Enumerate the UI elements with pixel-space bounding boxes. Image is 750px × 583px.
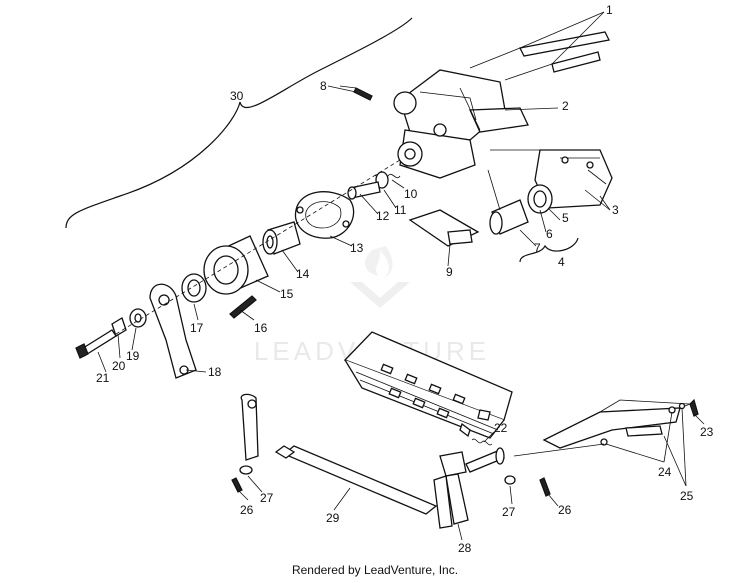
- part-label-14: 14: [296, 267, 310, 281]
- part-label-7: 7: [534, 241, 541, 255]
- part-label-4: 4: [558, 255, 565, 269]
- part-label-20: 20: [112, 359, 126, 373]
- callout-bracket-4: [519, 237, 579, 263]
- part-label-24: 24: [658, 465, 672, 479]
- part-label-5: 5: [562, 211, 569, 225]
- part-label-22: 22: [494, 421, 508, 435]
- part-label-21: 21: [96, 371, 110, 385]
- part-label-2: 2: [562, 99, 569, 113]
- part-label-18: 18: [208, 365, 222, 379]
- callout-bracket-30: [65, 17, 413, 229]
- part-label-26-right: 26: [558, 503, 572, 517]
- part-label-6: 6: [546, 227, 553, 241]
- part-label-25: 25: [680, 489, 694, 503]
- footer-credit: Rendered by LeadVenture, Inc.: [291, 563, 459, 577]
- part-label-16: 16: [254, 321, 268, 335]
- brake-master-cylinder-assembly: [75, 31, 613, 379]
- part-label-17: 17: [190, 321, 204, 335]
- part-label-19: 19: [126, 349, 140, 363]
- part-label-3: 3: [612, 203, 619, 217]
- part-label-11: 11: [394, 203, 407, 217]
- part-label-13: 13: [350, 241, 364, 255]
- part-label-15: 15: [280, 287, 294, 301]
- leader-lines: [97, 11, 705, 541]
- part-label-28: 28: [458, 541, 472, 555]
- part-number-labels: 1 2 3 4 5 6 7 8 9 10 11 12 13 14 15 16 1…: [96, 3, 714, 555]
- part-label-12: 12: [376, 209, 390, 223]
- part-label-23: 23: [700, 425, 714, 439]
- part-label-30: 30: [230, 89, 244, 103]
- part-label-8: 8: [320, 79, 327, 93]
- part-label-27-left: 27: [260, 491, 274, 505]
- part-label-10: 10: [404, 187, 418, 201]
- part-label-9: 9: [446, 265, 453, 279]
- part-label-1: 1: [606, 3, 613, 17]
- part-label-29: 29: [326, 511, 340, 525]
- brake-pedal-assembly: [231, 331, 699, 529]
- part-label-27-right: 27: [502, 505, 516, 519]
- part-label-26-left: 26: [240, 503, 254, 517]
